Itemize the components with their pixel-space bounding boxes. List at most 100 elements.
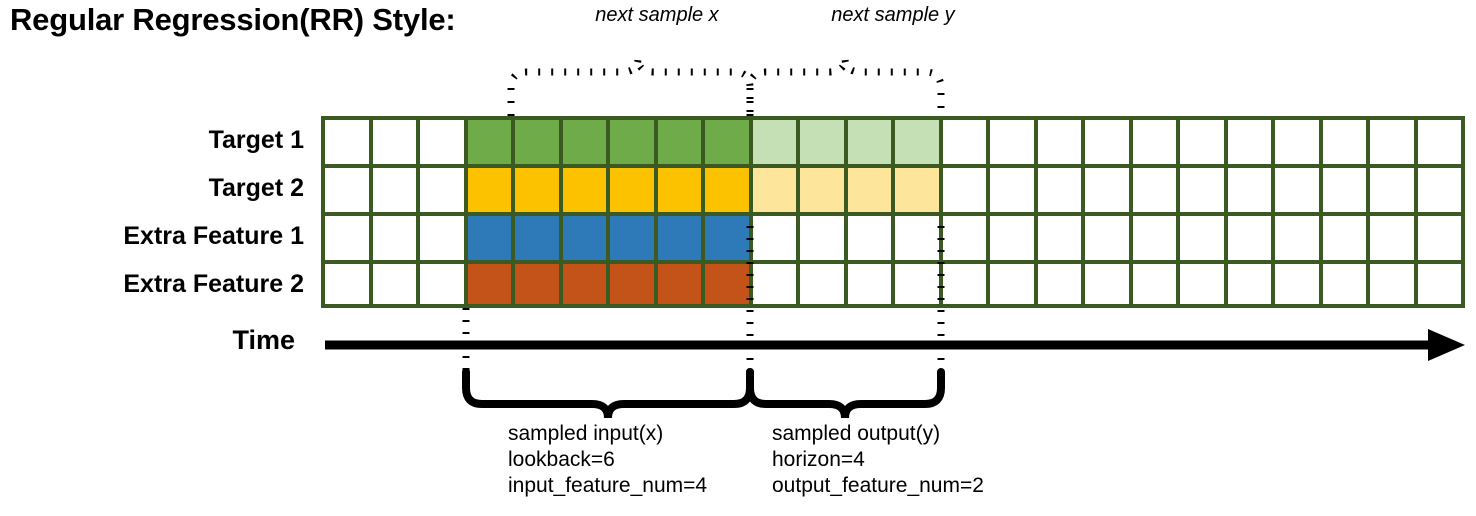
grid-cell-empty bbox=[420, 264, 464, 304]
row-label-target-2: Target 2 bbox=[208, 174, 304, 202]
grid-cell-empty bbox=[1037, 264, 1081, 304]
grid-cell-empty bbox=[1132, 168, 1176, 212]
grid-cell-empty bbox=[325, 168, 369, 212]
grid-cell-empty bbox=[1180, 168, 1224, 212]
grid-cell-empty bbox=[847, 216, 891, 260]
grid-cell-empty bbox=[1227, 216, 1271, 260]
page-title: Regular Regression(RR) Style: bbox=[10, 2, 456, 37]
grid-cell-empty bbox=[1322, 264, 1366, 304]
grid-cell-empty bbox=[420, 120, 464, 164]
grid-cell-input bbox=[657, 216, 701, 260]
grid-cell-input bbox=[562, 264, 606, 304]
sampled-input-line-1: sampled input(x) bbox=[508, 422, 664, 445]
grid-cell-input bbox=[562, 216, 606, 260]
right-arrow-icon bbox=[1428, 329, 1465, 361]
grid-cell-input bbox=[610, 216, 654, 260]
grid-cell-input bbox=[705, 216, 749, 260]
grid-cell-input bbox=[657, 264, 701, 304]
grid-cell-empty bbox=[942, 120, 986, 164]
grid-cell-input bbox=[467, 120, 511, 164]
grid-cell-empty bbox=[895, 264, 939, 304]
grid-cell-input bbox=[515, 216, 559, 260]
grid-cell-empty bbox=[1132, 264, 1176, 304]
grid-cell-empty bbox=[325, 216, 369, 260]
grid-row bbox=[321, 212, 1465, 260]
next-sample-x-caption: next sample x bbox=[595, 4, 719, 26]
grid-cell-empty bbox=[1085, 120, 1129, 164]
grid-cell-empty bbox=[1132, 120, 1176, 164]
grid-cell-input bbox=[610, 168, 654, 212]
grid-cell-output bbox=[752, 168, 796, 212]
grid-cell-empty bbox=[752, 264, 796, 304]
grid-cell-input bbox=[515, 120, 559, 164]
grid-cell-output bbox=[800, 120, 844, 164]
grid-cell-input bbox=[515, 264, 559, 304]
grid-row bbox=[321, 116, 1465, 164]
grid-cell-empty bbox=[990, 216, 1034, 260]
sampled-input-line-2: lookback=6 bbox=[508, 448, 615, 471]
grid-cell-empty bbox=[1085, 216, 1129, 260]
sampled-input-caption: sampled input(x) lookback=6 input_featur… bbox=[508, 421, 707, 499]
grid-cell-empty bbox=[372, 120, 416, 164]
grid-cell-empty bbox=[1322, 216, 1366, 260]
grid-cell-empty bbox=[800, 264, 844, 304]
grid-row bbox=[321, 164, 1465, 212]
grid-cell-input bbox=[657, 168, 701, 212]
grid-cell-output bbox=[847, 120, 891, 164]
grid-cell-empty bbox=[990, 120, 1034, 164]
grid-cell-empty bbox=[1275, 120, 1319, 164]
grid-cell-empty bbox=[1180, 264, 1224, 304]
grid-cell-empty bbox=[1322, 120, 1366, 164]
grid-cell-empty bbox=[1417, 168, 1461, 212]
grid-cell-empty bbox=[1370, 264, 1414, 304]
sampled-output-line-2: horizon=4 bbox=[772, 448, 865, 471]
grid-cell-empty bbox=[1275, 216, 1319, 260]
grid-cell-output bbox=[895, 168, 939, 212]
grid-cell-empty bbox=[1370, 120, 1414, 164]
grid-cell-empty bbox=[372, 264, 416, 304]
grid-cell-empty bbox=[1180, 216, 1224, 260]
grid-cell-empty bbox=[1417, 264, 1461, 304]
grid-cell-empty bbox=[1085, 168, 1129, 212]
grid-cell-output bbox=[800, 168, 844, 212]
grid-cell-input bbox=[467, 264, 511, 304]
grid-cell-empty bbox=[1227, 168, 1271, 212]
grid-cell-empty bbox=[325, 264, 369, 304]
grid-cell-empty bbox=[990, 264, 1034, 304]
grid-cell-empty bbox=[1132, 216, 1176, 260]
grid-cell-input bbox=[657, 120, 701, 164]
row-label-target-1: Target 1 bbox=[208, 126, 304, 154]
grid-cell-empty bbox=[1417, 120, 1461, 164]
sampled-input-line-3: input_feature_num=4 bbox=[508, 474, 708, 497]
grid-cell-empty bbox=[1037, 168, 1081, 212]
grid-cell-output bbox=[895, 120, 939, 164]
top-brace-x bbox=[507, 57, 754, 116]
grid-cell-input bbox=[562, 168, 606, 212]
grid-cell-empty bbox=[847, 264, 891, 304]
grid-cell-empty bbox=[1037, 216, 1081, 260]
grid-cell-empty bbox=[942, 216, 986, 260]
grid-cell-input bbox=[705, 120, 749, 164]
grid-cell-empty bbox=[942, 168, 986, 212]
grid-cell-output bbox=[847, 168, 891, 212]
grid-cell-input bbox=[562, 120, 606, 164]
sampled-output-line-1: sampled output(y) bbox=[772, 422, 941, 445]
grid-cell-empty bbox=[1275, 264, 1319, 304]
grid-cell-empty bbox=[1417, 216, 1461, 260]
bottom-brace-input bbox=[462, 368, 754, 419]
time-axis-label: Time bbox=[232, 325, 295, 355]
grid-row bbox=[321, 260, 1465, 308]
grid-cell-input bbox=[610, 120, 654, 164]
top-brace-y bbox=[746, 57, 945, 116]
grid-cell-empty bbox=[420, 168, 464, 212]
grid-cell-input bbox=[610, 264, 654, 304]
grid-cell-empty bbox=[990, 168, 1034, 212]
grid-cell-empty bbox=[895, 216, 939, 260]
grid-cell-empty bbox=[1275, 168, 1319, 212]
grid-cell-empty bbox=[420, 216, 464, 260]
sampled-output-caption: sampled output(y) horizon=4 output_featu… bbox=[772, 421, 984, 499]
row-label-extra-feature-1: Extra Feature 1 bbox=[123, 222, 304, 250]
row-label-column: Target 1 Target 2 Extra Feature 1 Extra … bbox=[0, 116, 312, 308]
next-sample-y-caption: next sample y bbox=[831, 4, 955, 26]
grid-cell-empty bbox=[752, 216, 796, 260]
